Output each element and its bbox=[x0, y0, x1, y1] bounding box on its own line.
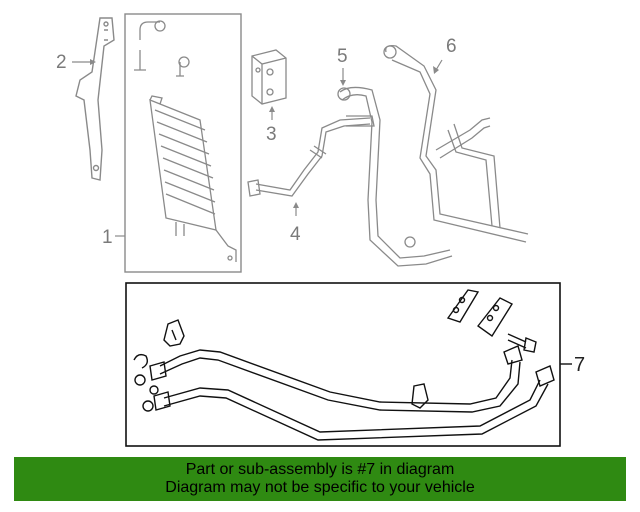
part-5-cooler-pipe[interactable] bbox=[337, 86, 453, 267]
arrow-5 bbox=[340, 80, 346, 86]
part-1-oil-cooler[interactable] bbox=[134, 20, 237, 262]
callout-6: 6 bbox=[446, 36, 457, 57]
part-3-adapter-block[interactable] bbox=[251, 49, 287, 105]
part-4-cooler-pipe[interactable] bbox=[247, 115, 375, 197]
callout-7: 7 bbox=[574, 354, 585, 376]
part-2-bracket[interactable] bbox=[75, 17, 115, 181]
part-7-group-box bbox=[125, 282, 561, 447]
parts-diagram: 2 1 3 4 bbox=[56, 13, 585, 447]
arrow-3 bbox=[269, 106, 275, 112]
arrow-4 bbox=[293, 202, 299, 208]
info-banner: Part or sub-assembly is #7 in diagram Di… bbox=[14, 457, 626, 501]
part-7-cooler-lines[interactable] bbox=[133, 289, 555, 441]
callout-5: 5 bbox=[337, 46, 348, 67]
callout-2: 2 bbox=[56, 52, 67, 73]
callout-3: 3 bbox=[266, 124, 277, 145]
banner-line-2: Diagram may not be specific to your vehi… bbox=[165, 479, 475, 496]
callout-leader-6 bbox=[435, 59, 443, 71]
arrow-2 bbox=[90, 59, 96, 65]
callout-1: 1 bbox=[102, 227, 113, 248]
callout-4: 4 bbox=[290, 224, 301, 245]
arrow-6 bbox=[433, 66, 439, 74]
part-1-group-box bbox=[124, 13, 242, 273]
part-6-cooler-pipe[interactable] bbox=[383, 44, 529, 243]
banner-line-1: Part or sub-assembly is #7 in diagram bbox=[185, 461, 455, 478]
